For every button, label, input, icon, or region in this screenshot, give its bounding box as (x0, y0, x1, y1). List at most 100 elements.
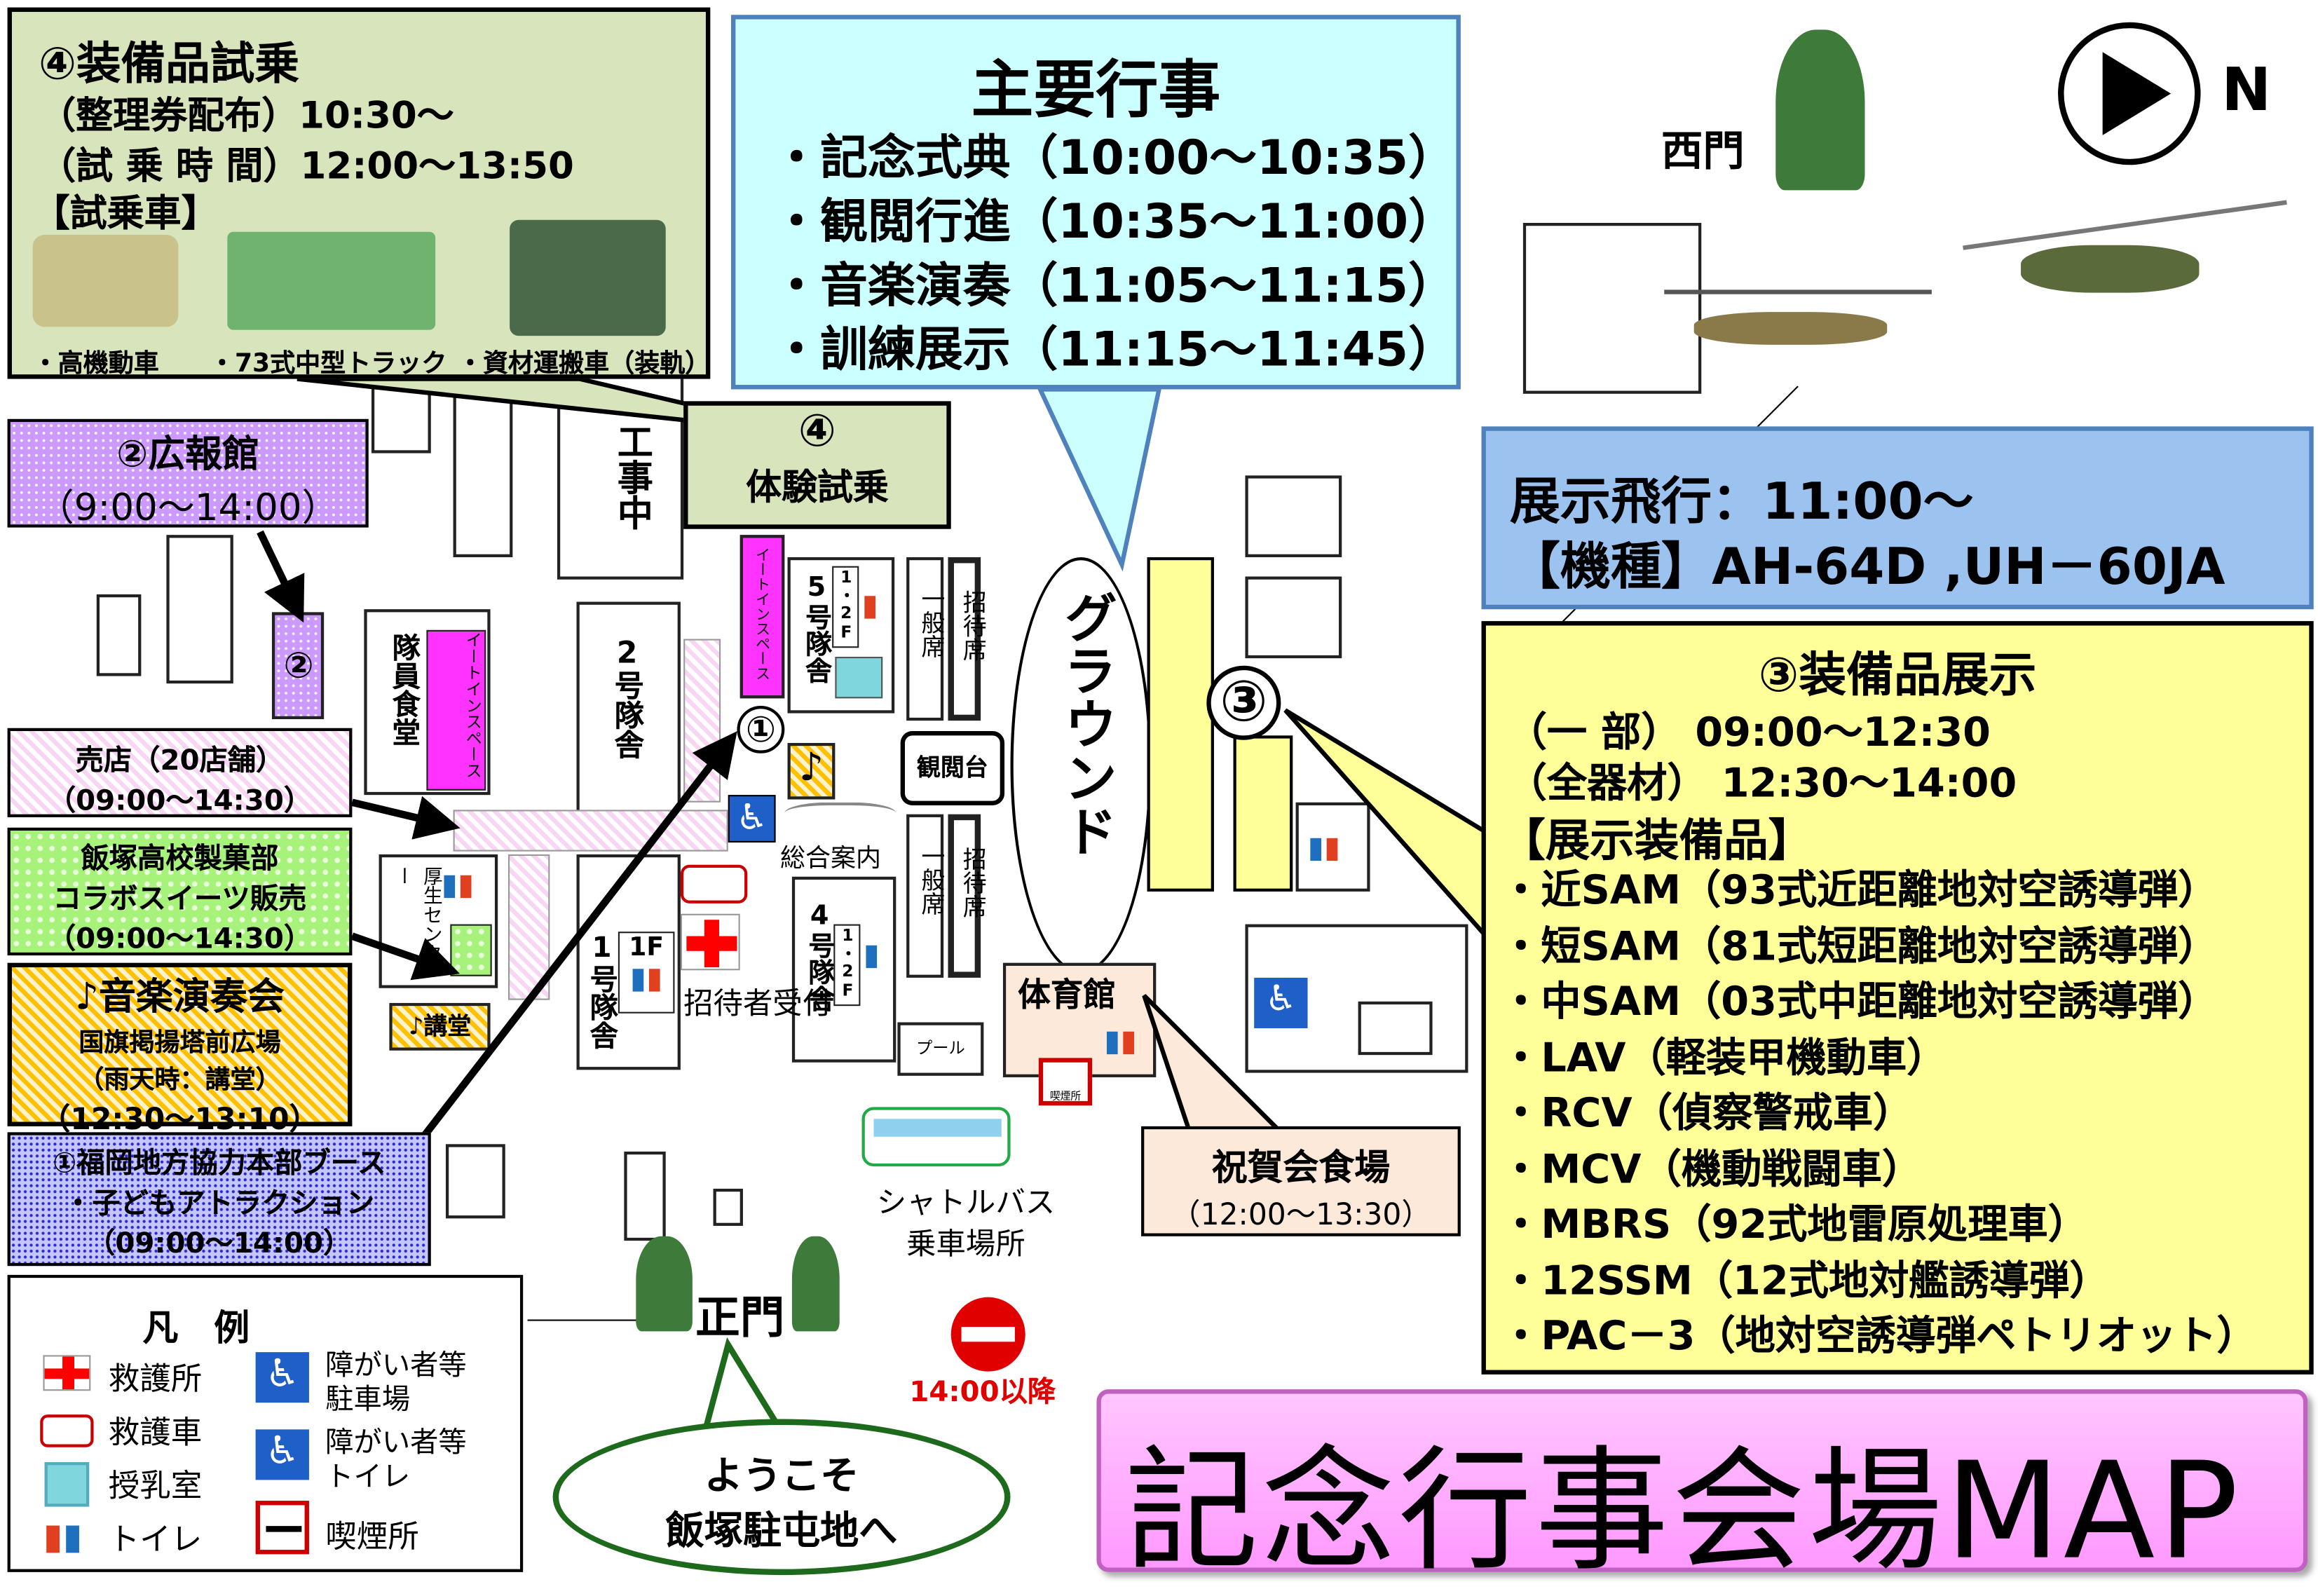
toilet-icon: ▮▮ (1307, 828, 1341, 865)
bldg4-label: 4号隊舎 (803, 900, 836, 1012)
no-entry-label: 14:00以降 (909, 1376, 1056, 1409)
event-item: ・観閲行進（10:35～11:00） (772, 193, 1456, 250)
main-events-panel: 主要行事 ・記念式典（10:00～10:35） ・観閲行進（10:35～11:0… (730, 15, 1461, 390)
building (713, 1188, 743, 1226)
building (96, 594, 142, 676)
no-entry-icon (950, 1297, 1025, 1372)
pool: プール (897, 1022, 984, 1076)
accessible-toilet-icon: ♿ (255, 1429, 309, 1480)
uh60-helicopter (1961, 186, 2288, 320)
trial-ticket-time: （整理券配布）10:30～ (39, 93, 454, 137)
building (1245, 475, 1342, 557)
dining-label: 隊員食堂 (388, 633, 421, 746)
toilet-icon: ▮▮ (441, 866, 475, 902)
fence (527, 1319, 647, 1321)
toilet-building: ▮▮ (1295, 802, 1370, 892)
equipment-display-panel: ③装備品展示 （一 部） 09:00～12:30 （全器材） 12:30～14:… (1481, 621, 2314, 1375)
sweets-time: （09:00～14:30） (47, 922, 313, 956)
sweets-line2: コラボスイーツ販売 (53, 882, 307, 915)
eatin-space-2: イートインスペース (739, 535, 785, 699)
display-list: ・近SAM（93式近距離地対空誘導弾） ・短SAM（81式短距離地対空誘導弾） … (1501, 864, 2257, 1365)
building (1358, 1001, 1433, 1056)
vehicle-label: ・73式中型トラック (209, 349, 447, 379)
legend-label: 救護車 (108, 1414, 203, 1451)
arrow-sweets (350, 932, 460, 981)
legend-label: トイレ (108, 1521, 203, 1557)
bldg1-toilet: 1F▮▮ (618, 932, 675, 1014)
ground-label: グラウンド (1055, 589, 1117, 858)
info-label: 総合案内 (779, 844, 882, 874)
event-item: ・訓練展示（11:15～11:45） (772, 320, 1456, 378)
guest-seat-label: 招待席 (958, 589, 987, 662)
building (624, 1151, 666, 1241)
display-area (1147, 557, 1214, 892)
vehicle-label: ・資材運搬車（装軌） (457, 349, 711, 379)
legend-label: 喫煙所 (325, 1518, 419, 1555)
ambulance-icon (40, 1414, 94, 1447)
building (453, 378, 513, 557)
celebration-panel: 祝賀会食場 （12:00～13:30） (1141, 1126, 1461, 1236)
flight-models: 【機種】AH-64D ,UH－60JA (1509, 538, 2225, 598)
legend: 凡 例 救護所 救護車 授乳室 ▮▮ トイレ ♿ 障がい者等駐車場 ♿ 障がい者… (7, 1274, 524, 1572)
marker-1: ① (737, 705, 785, 753)
display-area (1233, 735, 1293, 892)
building (1522, 222, 1702, 394)
display-time-all: （全器材） 12:30～14:00 (1506, 761, 2017, 807)
first-aid-icon (680, 913, 740, 971)
pco-panel: ①福岡地方協力本部ブース ・子どもアトラクション （09:00～14:00） (7, 1132, 431, 1267)
display-item: ・MCV（機動戦闘車） (1501, 1146, 1923, 1193)
guest-seat-label: 招待席 (958, 847, 987, 919)
trial-vehicles-heading: 【試乗車】 (32, 191, 219, 235)
smoking-label: 喫煙所 (1049, 1091, 1082, 1103)
welcome-line2: 飯塚駐屯地へ (665, 1509, 898, 1555)
general-seat-1: 一般席 (906, 557, 945, 721)
sweets-line1: 飯塚高校製菓部 (81, 842, 279, 875)
floor-label: 1F (629, 933, 664, 963)
flight-time: 展示飛行：11:00～ (1509, 472, 1974, 532)
trial-spot-num: ④ (798, 405, 836, 458)
mascot-soldier (1775, 29, 1865, 191)
display-item: ・MBRS（92式地雷原処理車） (1501, 1201, 2089, 1248)
floor-label: 1・2F (832, 566, 859, 648)
shuttle-line1: シャトルバス (876, 1184, 1056, 1220)
display-item: ・PAC－3（地対空誘導弾ペトリオット） (1501, 1313, 2257, 1360)
toilet-icon: ▮ (861, 587, 878, 623)
concert-title: ♪音楽演奏会 (75, 974, 285, 1018)
display-time-part: （一 部） 09:00～12:30 (1506, 710, 1991, 757)
construction-label: 工事中 (611, 423, 653, 531)
compass-icon (2058, 22, 2201, 165)
pr-hall-time: （9:00～14:00） (36, 486, 339, 529)
main-events-list: ・記念式典（10:00～10:35） ・観閲行進（10:35～11:00） ・音… (772, 126, 1456, 382)
main-gate-label: 正門 (695, 1293, 785, 1345)
dining-building: 隊員食堂 イートインスペース (364, 609, 491, 796)
display-item: ・12SSM（12式地対艦誘導弾） (1501, 1257, 2110, 1304)
north-label: N (2221, 56, 2272, 125)
trial-spot-label: 体験試乗 (746, 466, 889, 509)
pco-line2: ・子どもアトラクション (64, 1187, 375, 1220)
auditorium: ♪講堂 (389, 1002, 491, 1051)
truck-image (227, 231, 436, 330)
bus-icon (861, 1107, 1011, 1167)
pr-hall-title: ②広報館 (116, 432, 260, 476)
gym: 体育館 ▮▮ 喫煙所 (1002, 962, 1157, 1106)
flight-panel: 展示飛行：11:00～ 【機種】AH-64D ,UH－60JA (1481, 426, 2314, 610)
pco-line1: ①福岡地方協力本部ブース (53, 1147, 386, 1180)
shop-panel: 売店（20店舗） （09:00～14:30） (7, 728, 353, 817)
reviewing-stand: 観閲台 (900, 730, 1005, 805)
shop-time: （09:00～14:30） (47, 784, 313, 817)
shop-title: 売店（20店舗） (75, 744, 285, 777)
display-item: ・中SAM（03式中距離地対空誘導弾） (1501, 979, 2218, 1025)
first-aid-icon (43, 1355, 91, 1391)
eatin-space: イートインスペース (426, 629, 486, 791)
welcome-line1: ようこそ (704, 1454, 859, 1499)
bldg5: 5号隊舎 1・2F ▮ (787, 557, 895, 714)
bldg2-label: 2号隊舎 (609, 634, 646, 760)
bldg5-label: 5号隊舎 (800, 572, 833, 684)
marker-3: ③ (1206, 665, 1281, 740)
bldg1: 1号隊舎 1F▮▮ (576, 854, 681, 1070)
trial-spot: ④ 体験試乗 (683, 401, 951, 529)
trial-ride-time: （試 乗 時 間）12:00～13:50 (39, 144, 574, 188)
shuttle-line2: 乗車場所 (906, 1225, 1025, 1262)
general-seat-label: 一般席 (916, 844, 946, 915)
pr-hall-building: ② (271, 612, 325, 720)
